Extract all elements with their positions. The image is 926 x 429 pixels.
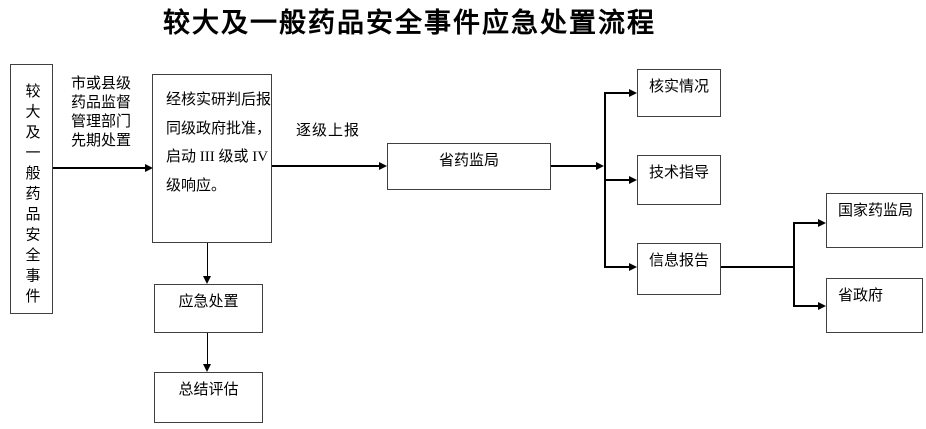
connector-event-approval (53, 167, 145, 169)
arrowhead-branch-guidance (629, 175, 637, 184)
page-title: 较大及一般药品安全事件应急处置流程 (163, 8, 656, 38)
node-technical-guidance: 技术指导 (637, 155, 721, 205)
node-emergency-disposal: 应急处置 (154, 284, 263, 333)
edge-label-line: 药品监督 (71, 95, 132, 111)
arrowhead-approval-emergency (202, 276, 211, 284)
node-summary-evaluation: 总结评估 (154, 372, 263, 423)
edge-label-line: 先期处置 (71, 133, 132, 149)
node-event: 较大及一般药品安全事件 (10, 64, 53, 314)
edge-label-escalate-report: 逐级上报 (296, 123, 361, 139)
connector-branch-guidance (604, 179, 629, 181)
arrowhead-emergency-summary (202, 364, 211, 372)
node-info-report: 信息报告 (637, 243, 721, 295)
node-approval: 经核实研判后报 同级政府批准， 启动 III 级或 IV 级响应。 (152, 74, 272, 243)
edge-label-line: 市或县级 (71, 76, 132, 92)
node-approval-line: 经核实研判后报 (166, 92, 272, 108)
connector-branch-verify (604, 92, 629, 94)
connector-approval-emergency (206, 243, 209, 277)
connector-branch2-provgov (793, 305, 818, 307)
arrowhead-provincial-branch (596, 161, 604, 170)
node-approval-line: 启动 III 级或 IV (166, 149, 269, 165)
node-event-label: 较大及一般药品安全事件 (23, 82, 40, 309)
arrowhead-branch2-provgov (818, 301, 826, 310)
arrowhead-event-approval (145, 163, 153, 172)
node-provincial-gov: 省政府 (826, 278, 923, 333)
connector-emergency-summary (206, 333, 209, 364)
connector-provincial-branch (551, 165, 596, 167)
connector-approval-provincial (272, 165, 379, 167)
arrowhead-branch-verify (629, 88, 637, 97)
node-national-drug-admin: 国家药监局 (826, 193, 923, 248)
arrowhead-branch2-national (818, 218, 826, 227)
arrowhead-approval-provincial (379, 161, 387, 170)
node-approval-line: 级响应。 (166, 177, 227, 194)
node-approval-line: 同级政府批准， (166, 120, 272, 137)
node-verify-situation: 核实情况 (637, 69, 721, 117)
connector-branch2-national (793, 222, 818, 224)
edge-label-initial-disposal: 市或县级 药品监督 管理部门 先期处置 (71, 75, 131, 151)
arrowhead-branch-info (629, 262, 637, 271)
node-provincial-drug-admin: 省药监局 (387, 143, 551, 190)
connector-branch-info (604, 266, 629, 268)
connector-branch2-vertical (793, 222, 795, 307)
connector-info-branch2 (721, 266, 794, 268)
edge-label-line: 管理部门 (71, 114, 132, 130)
